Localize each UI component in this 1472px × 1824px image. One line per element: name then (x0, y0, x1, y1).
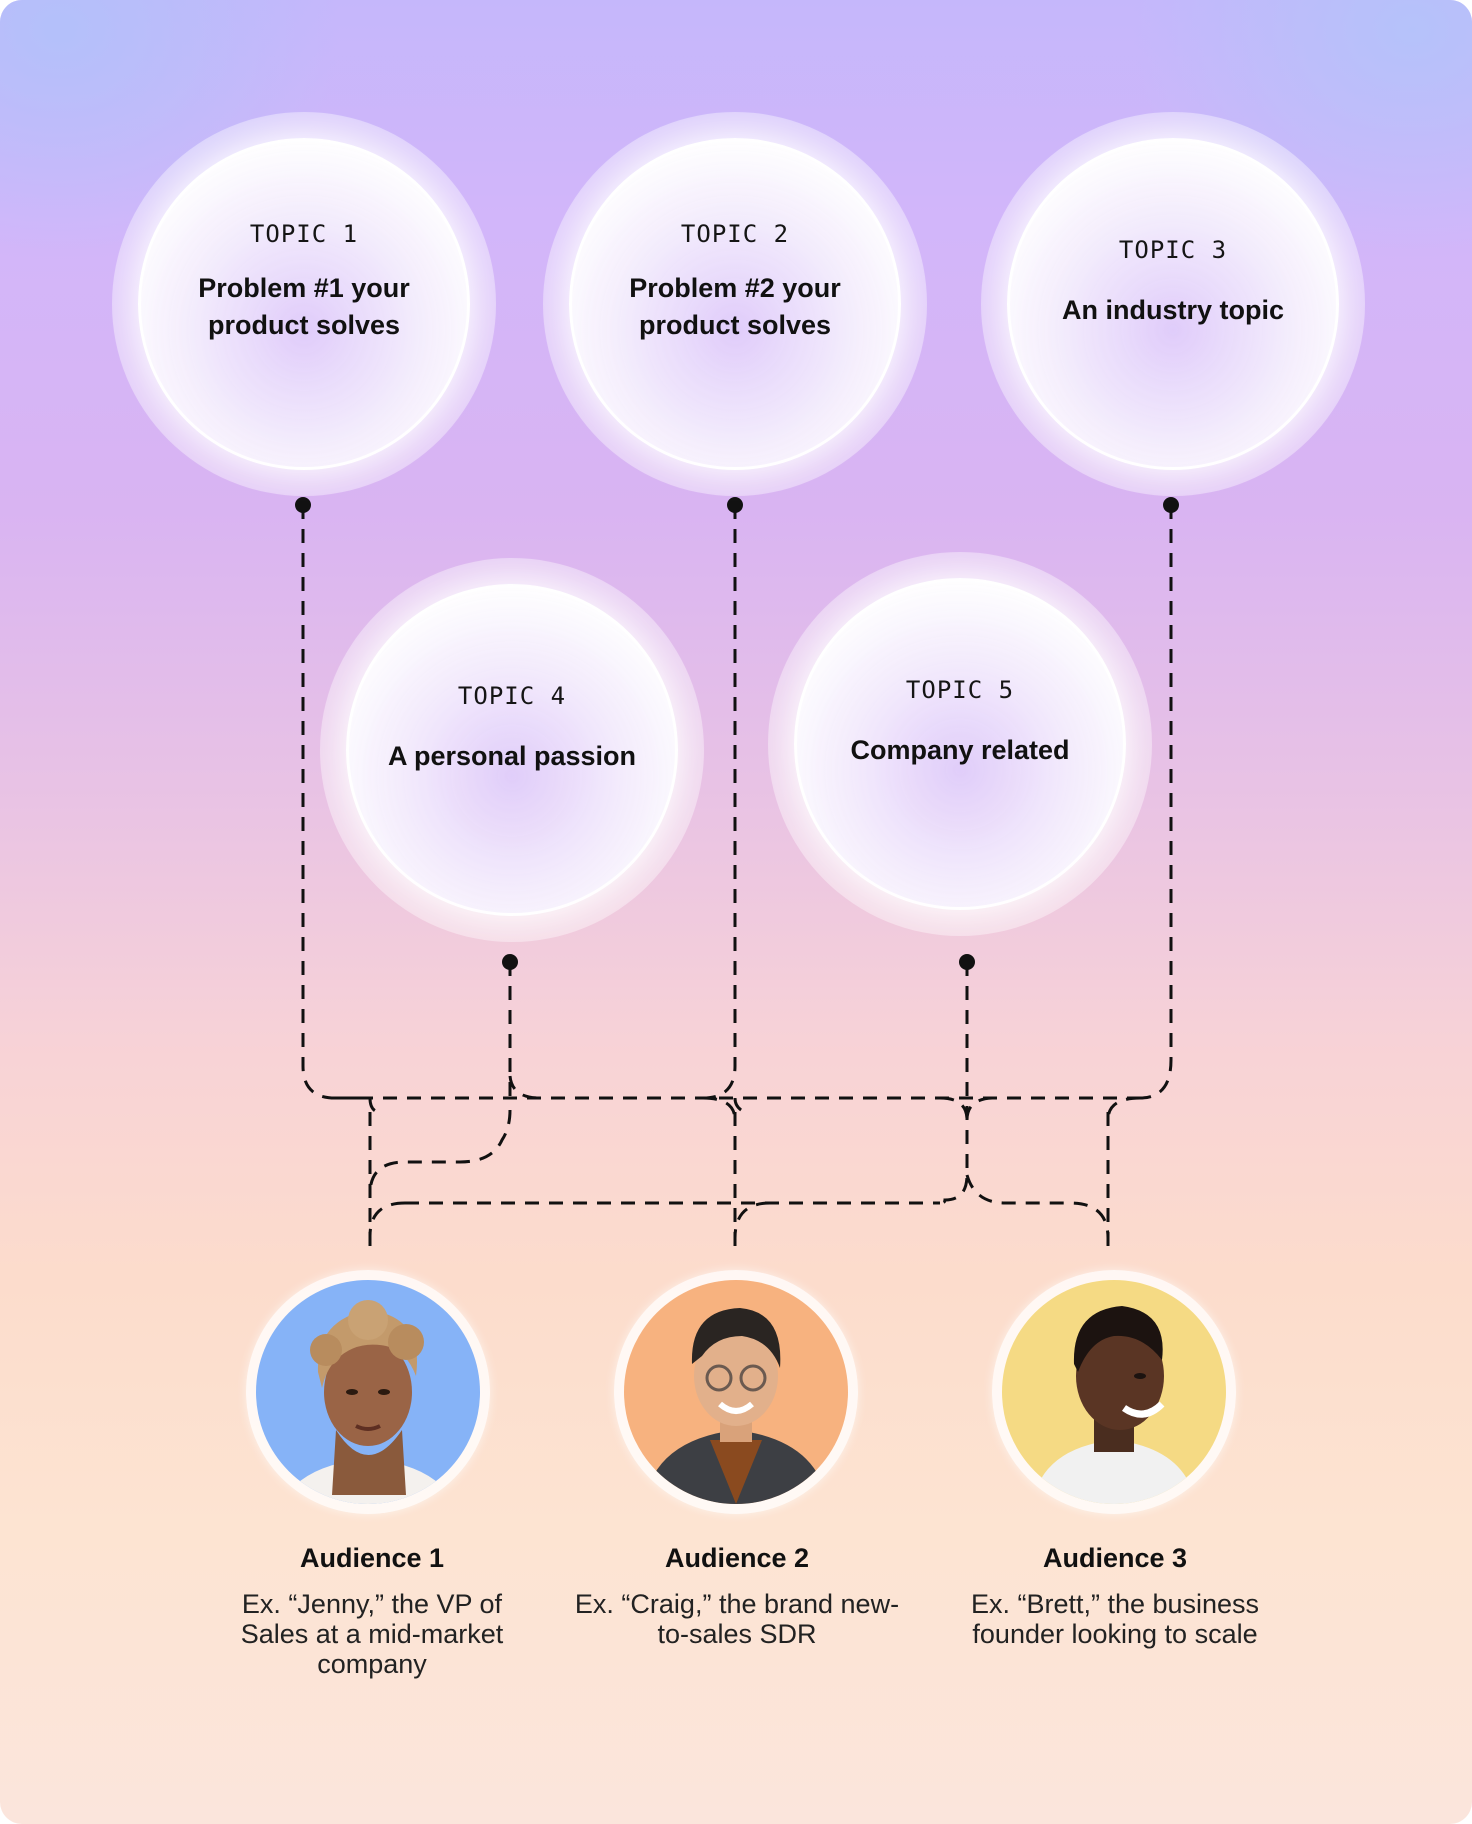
topic-4-anchor-dot (502, 954, 518, 970)
audience-3-avatar (992, 1270, 1236, 1514)
topic-1-title: Problem #1 your product solves (189, 270, 419, 344)
audience-3-description: Ex. “Brett,” the business founder lookin… (950, 1589, 1280, 1649)
topic-1-inner: TOPIC 1 Problem #1 your product solves (138, 138, 470, 470)
topic-4-title: A personal passion (367, 738, 657, 775)
topic-1-anchor-dot (295, 497, 311, 513)
audience-1-description: Ex. “Jenny,” the VP of Sales at a mid-ma… (207, 1589, 537, 1679)
audience-3-photo (1002, 1280, 1226, 1504)
topic-5-inner: TOPIC 5 Company related (794, 578, 1126, 910)
topic-3-bubble: TOPIC 3 An industry topic (981, 112, 1365, 496)
connector-topic-5 (940, 962, 967, 1203)
topic-4-bubble: TOPIC 4 A personal passion (320, 558, 704, 942)
audience-3-label: Audience 3 (945, 1543, 1285, 1574)
audience-1-photo (256, 1280, 480, 1504)
topic-3-title: An industry topic (1028, 292, 1318, 329)
audience-1-avatar (246, 1270, 490, 1514)
topic-5-tag: TOPIC 5 (906, 676, 1014, 704)
connector-bus-top-drop-curves (703, 1098, 1140, 1120)
audience-2-description: Ex. “Craig,” the brand new-to-sales SDR (572, 1589, 902, 1649)
connector-bus-bottom-mid-curve (735, 1203, 770, 1238)
topic-2-inner: TOPIC 2 Problem #2 your product solves (569, 138, 901, 470)
connector-topic-4-down (370, 1110, 510, 1194)
topic-2-title: Problem #2 your product solves (620, 270, 850, 344)
topic-2-anchor-dot (727, 497, 743, 513)
topic-3-tag: TOPIC 3 (1119, 236, 1227, 264)
topic-2-bubble: TOPIC 2 Problem #2 your product solves (543, 112, 927, 496)
connector-topic-4-bend-a (510, 1076, 540, 1098)
topic-3-anchor-dot (1163, 497, 1179, 513)
audience-2-avatar (614, 1270, 858, 1514)
audience-1-label: Audience 1 (202, 1543, 542, 1574)
topic-5-anchor-dot (959, 954, 975, 970)
topic-5-bubble: TOPIC 5 Company related (768, 552, 1152, 936)
connector-audience-2-drop (735, 1098, 745, 1252)
audience-2-photo (624, 1280, 848, 1504)
connector-topic-2 (703, 505, 735, 1098)
topic-5-title: Company related (815, 732, 1105, 769)
topic-1-tag: TOPIC 1 (250, 220, 358, 248)
topic-2-tag: TOPIC 2 (681, 220, 789, 248)
audience-2-label: Audience 2 (567, 1543, 907, 1574)
topic-1-bubble: TOPIC 1 Problem #1 your product solves (112, 112, 496, 496)
topic-4-tag: TOPIC 4 (458, 682, 566, 710)
topic-3-inner: TOPIC 3 An industry topic (1007, 138, 1339, 470)
connector-topic-3 (1140, 505, 1171, 1098)
topic-4-inner: TOPIC 4 A personal passion (346, 584, 678, 916)
connector-topic-5-right (967, 1175, 1108, 1238)
connector-bus-bottom-left-curve (370, 1203, 405, 1236)
